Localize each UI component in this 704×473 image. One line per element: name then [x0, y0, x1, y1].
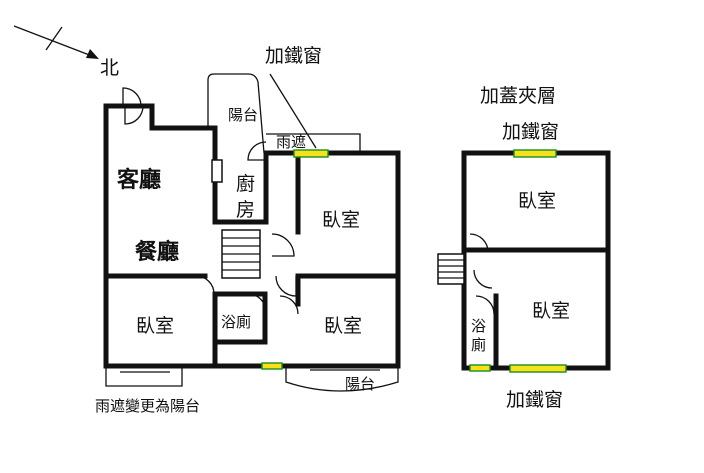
balcony-top-outline — [207, 73, 265, 154]
kitchen-sink-icon — [211, 159, 223, 183]
door-left-bedroom-icon — [195, 275, 215, 295]
door-center-bedroom-icon — [271, 233, 295, 257]
mezz-window-bath-icon — [469, 364, 491, 372]
mezzanine-floor: 加蓋夾層 加鐵窗 臥室 臥室 浴 廁 加鐵窗 — [437, 85, 611, 411]
rain-shelter-bottom-outline — [105, 366, 183, 387]
kitchen-label-2: 房 — [236, 199, 255, 221]
mezz-window-bottom-icon — [509, 364, 567, 373]
front-door-icon — [122, 87, 142, 107]
window-center-bedroom-icon — [293, 149, 329, 158]
kitchen-label-1: 廚 — [236, 172, 255, 195]
mezz-door-top-icon — [469, 233, 489, 253]
mezzanine-title: 加蓋夾層 — [480, 85, 556, 107]
mezz-bathroom-label-1: 浴 — [471, 317, 486, 335]
front-door-icon-inner — [124, 105, 144, 125]
balcony-bottom-label: 陽台 — [345, 375, 375, 393]
mezz-iron-window-top-note: 加鐵窗 — [502, 121, 559, 143]
mezz-window-top-icon — [513, 149, 557, 158]
stairs-icon — [221, 229, 261, 279]
dining-room-label: 餐廳 — [135, 239, 179, 265]
balcony-bottom-outline — [285, 366, 399, 392]
mezz-door-hall-icon — [473, 269, 493, 289]
mezz-bedroom-bottom-label: 臥室 — [532, 300, 570, 322]
door-right-bedroom-icon-2 — [279, 295, 299, 315]
balcony-top-label: 陽台 — [228, 106, 258, 124]
iron-window-note: 加鐵窗 — [265, 45, 322, 67]
north-arrow-icon — [86, 49, 99, 59]
mezz-outer-wall — [461, 150, 611, 371]
mezz-stairs-icon — [437, 253, 465, 285]
bedroom-right-label: 臥室 — [324, 315, 362, 337]
living-room-label: 客廳 — [117, 167, 161, 193]
window-bottom-icon — [261, 362, 283, 370]
mezz-bedroom-top-label: 臥室 — [518, 190, 556, 212]
main-wall-outline — [103, 103, 401, 369]
main-floor: 客廳 餐廳 陽台 廚 房 臥室 臥室 臥室 浴廁 陽台 加鐵窗 雨遮 雨遮變更為… — [95, 45, 401, 415]
mezz-iron-window-bottom-note: 加鐵窗 — [506, 389, 563, 411]
rain-shelter-changed-note: 雨遮變更為陽台 — [95, 397, 200, 415]
bathroom-label: 浴廁 — [221, 313, 251, 331]
door-kitchen-icon — [247, 141, 267, 161]
rain-shelter-note: 雨遮 — [276, 133, 306, 151]
mezz-door-bath-icon — [475, 295, 495, 315]
compass-tick — [45, 26, 63, 51]
rain-shelter-outline — [266, 133, 361, 153]
iron-window-pointer — [269, 73, 317, 149]
bedroom-left-label: 臥室 — [136, 315, 174, 337]
door-right-bedroom-icon — [275, 275, 297, 297]
door-bath-icon — [247, 293, 267, 313]
north-label: 北 — [100, 57, 119, 79]
mezz-bathroom-label-2: 廁 — [471, 336, 486, 354]
bedroom-center-label: 臥室 — [322, 209, 360, 231]
compass: 北 — [13, 25, 119, 79]
